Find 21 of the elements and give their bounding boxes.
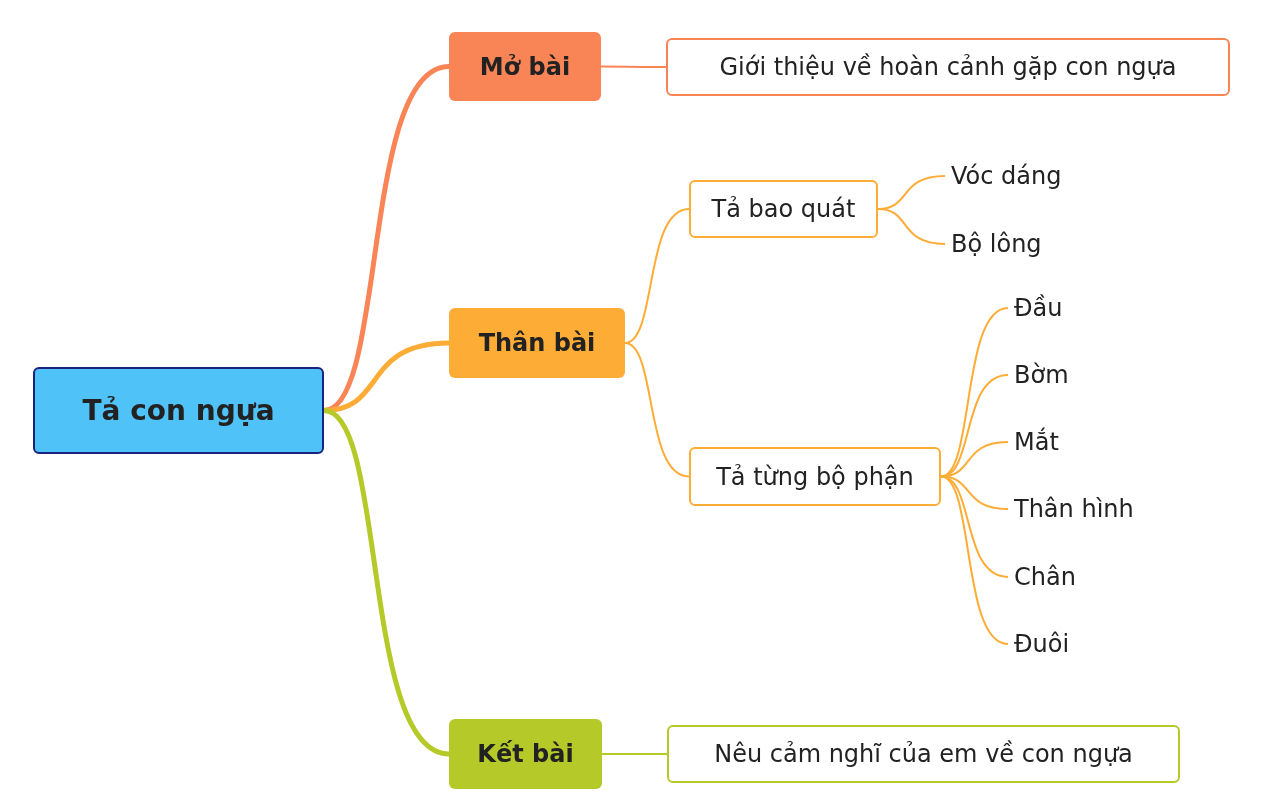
topic-text: Đầu (1008, 290, 1128, 326)
subtopic-box: Tả bao quát (689, 180, 878, 238)
topic-text: Mắt (1008, 424, 1128, 460)
connector-line (624, 342, 690, 478)
main-topic-box: Thân bài (449, 308, 625, 378)
subtopic-box: Nêu cảm nghĩ của em về con ngựa (667, 725, 1180, 783)
central-topic-box: Tả con ngựa (33, 367, 324, 454)
subtopic-box: Tả từng bộ phận (689, 447, 941, 506)
main-topic-box: Kết bài (449, 719, 602, 789)
subtopic-box: Giới thiệu về hoàn cảnh gặp con ngựa (666, 38, 1230, 96)
connector-line (877, 208, 946, 245)
connector-line (601, 753, 668, 755)
topic-text: Chân (1008, 559, 1128, 595)
connector-line (600, 65, 667, 68)
topic-text: Đuôi (1008, 626, 1128, 662)
topic-text: Bộ lông (945, 226, 1095, 262)
topic-text: Thân hình (1008, 491, 1168, 527)
topic-text: Vóc dáng (945, 158, 1095, 194)
main-topic-box: Mở bài (449, 32, 601, 101)
topic-text: Bờm (1008, 357, 1128, 393)
connector-line (322, 408, 450, 757)
